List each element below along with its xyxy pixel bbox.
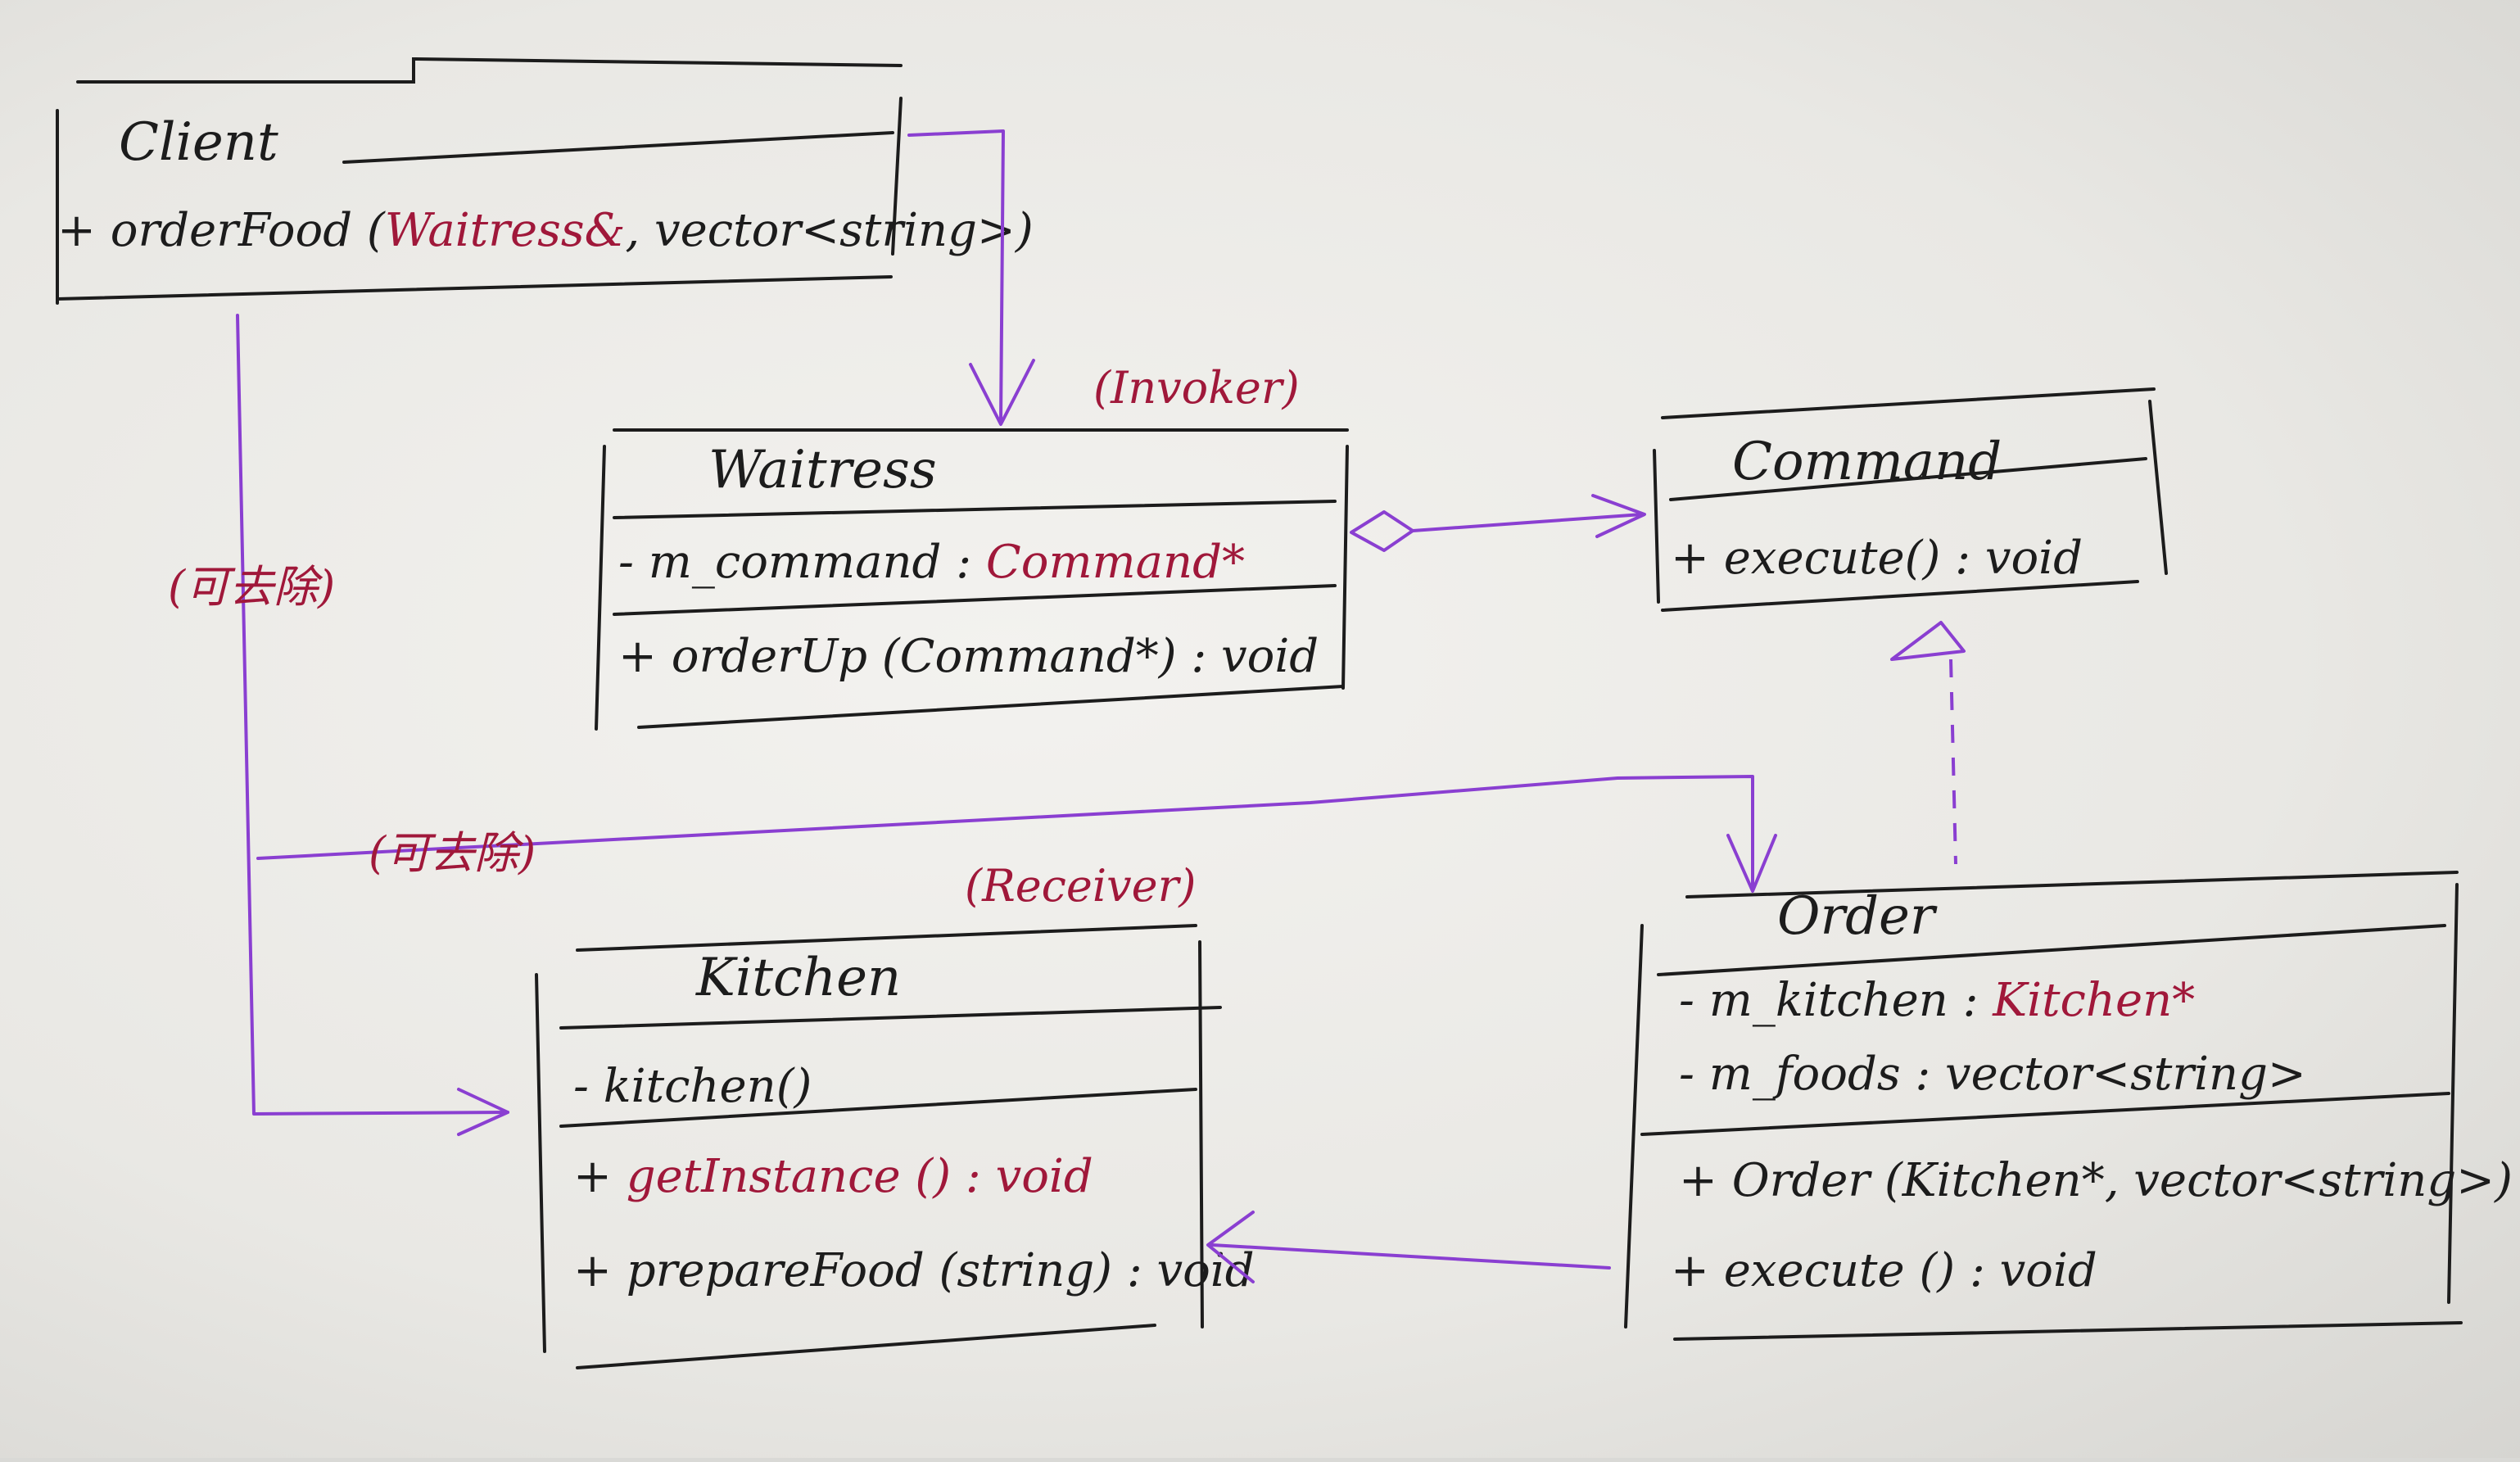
realization-dashed-line: [1949, 659, 1957, 865]
aggregation-line: [1411, 513, 1644, 532]
waitress-divider-1: [613, 500, 1337, 519]
client-kitchen-arrowhead: [457, 1088, 509, 1136]
command-name: Command: [1732, 432, 2002, 492]
client-order-arrowhead: [1726, 834, 1777, 893]
order-divider-top: [1657, 924, 2446, 976]
client-class: Client + orderFood (Waitress&, vector<st…: [56, 57, 1034, 305]
kitchen-bottom-border: [576, 1324, 1156, 1369]
kitchen-stereotype: (Receiver): [965, 860, 1197, 912]
order-command-realization: [1890, 621, 1966, 865]
waitress-operation: + orderUp (Command*) : void: [618, 630, 1319, 683]
client-bottom-border: [56, 275, 893, 301]
order-constructor: + Order (Kitchen*, vector<string>): [1679, 1154, 2513, 1207]
command-divider: [1669, 457, 2147, 501]
waitress-command-aggregation: [1350, 494, 1646, 552]
client-waitress-arrowhead: [969, 359, 1035, 426]
waitress-stereotype: (Invoker): [1093, 362, 1300, 414]
removable-note-2: (可去除): [369, 827, 536, 879]
order-kitchen-line: [1210, 1243, 1611, 1270]
client-top-border: [76, 57, 903, 84]
client-right-border: [891, 97, 903, 256]
waitress-name: Waitress: [708, 440, 937, 500]
order-class: Order - m_kitchen : Kitchen* - m_foods :…: [1624, 871, 2513, 1341]
command-bottom-border: [1661, 580, 2139, 612]
kitchen-get-instance: + getInstance () : void: [573, 1150, 1093, 1203]
client-name: Client: [119, 112, 278, 173]
order-top-border: [1685, 871, 2459, 898]
command-top-border: [1661, 387, 2156, 419]
order-left-border: [1624, 924, 1644, 1328]
waitress-attribute: - m_command : Command*: [618, 536, 1245, 589]
client-operation: + orderFood (Waitress&, vector<string>): [57, 204, 1034, 257]
command-class: Command + execute() : void: [1653, 387, 2168, 612]
aggregation-arrowhead: [1591, 494, 1646, 538]
realization-triangle: [1890, 621, 1966, 661]
waitress-divider-2: [613, 584, 1337, 616]
order-right-border: [2447, 883, 2459, 1304]
order-kitchen-arrowhead: [1206, 1211, 1255, 1283]
kitchen-prepare-food: + prepareFood (string) : void: [573, 1244, 1255, 1297]
client-kitchen-association: [236, 314, 509, 1136]
waitress-left-border: [595, 445, 606, 731]
client-kitchen-line: [236, 314, 509, 1116]
kitchen-divider-2: [559, 1088, 1197, 1128]
client-divider: [342, 131, 894, 164]
kitchen-name: Kitchen: [695, 948, 901, 1008]
kitchen-top-border: [576, 924, 1197, 952]
order-attribute-kitchen: - m_kitchen : Kitchen*: [1679, 974, 2195, 1027]
command-operation: + execute() : void: [1671, 532, 2083, 585]
removable-note-1: (可去除): [168, 561, 335, 613]
kitchen-divider-1: [559, 1006, 1222, 1030]
client-waitress-association: [907, 129, 1035, 426]
waitress-bottom-border: [637, 685, 1345, 729]
order-bottom-border: [1673, 1321, 2463, 1341]
client-order-association: [256, 775, 1777, 893]
client-waitress-line: [907, 129, 1005, 423]
waitress-class: (Invoker) Waitress - m_command : Command…: [595, 362, 1349, 731]
kitchen-class: (Receiver) Kitchen - kitchen() + getInst…: [535, 860, 1255, 1369]
order-name: Order: [1777, 886, 1938, 947]
client-order-line: [256, 775, 1754, 890]
aggregation-diamond: [1350, 510, 1414, 552]
kitchen-constructor: - kitchen(): [573, 1060, 812, 1113]
command-left-border: [1653, 449, 1660, 604]
kitchen-left-border: [535, 973, 546, 1353]
command-right-border: [2148, 400, 2168, 575]
kitchen-right-border: [1198, 940, 1204, 1328]
order-attribute-foods: - m_foods : vector<string>: [1679, 1048, 2306, 1101]
order-execute: + execute () : void: [1671, 1244, 2097, 1297]
waitress-right-border: [1341, 445, 1349, 690]
order-divider-mid: [1640, 1092, 2450, 1136]
order-kitchen-association: [1206, 1211, 1611, 1283]
